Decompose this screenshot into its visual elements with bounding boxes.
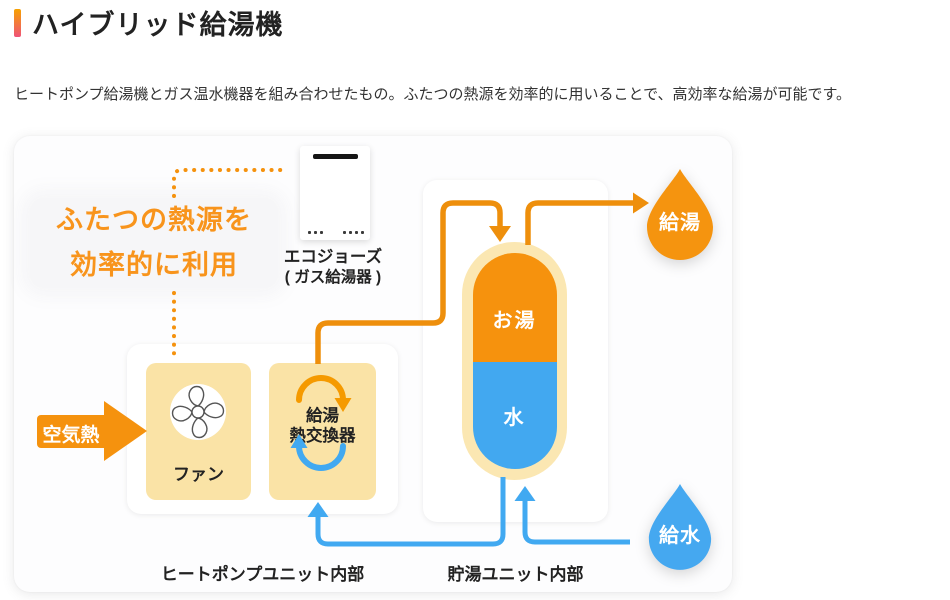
cold-water-drop-label: 給水 [659, 525, 701, 547]
air-heat-arrow [37, 415, 105, 448]
heat-exchanger-label-line2: 熱交換器 [289, 427, 356, 445]
storage-tank-inner [473, 253, 557, 469]
gas-heater-name: エコジョーズ [283, 248, 383, 266]
callout-line2: 効率的に利用 [70, 250, 238, 280]
gas-heater-vents-right [343, 231, 364, 234]
fan-label: ファン [173, 465, 224, 484]
air-heat-arrow-head [104, 401, 147, 461]
tank-hot-label: お湯 [492, 310, 537, 332]
fan-box [146, 363, 251, 500]
hot-water-drop-shape [647, 169, 713, 260]
storage-caption: 貯湯ユニット内部 [447, 565, 584, 584]
heat-exchanger-label: 給湯 熱交換器 [269, 406, 376, 446]
gas-heater-panel-line [313, 154, 358, 159]
tank-cold-section [473, 362, 557, 469]
heat-exchanger-label-line1: 給湯 [306, 407, 339, 425]
fan-circle [170, 384, 226, 440]
heat-pump-caption: ヒートポンプユニット内部 [160, 565, 365, 584]
hot-water-drop-icon [645, 167, 715, 260]
hot-water-drop-label: 給湯 [659, 212, 701, 234]
tank-cold-label: 水 [503, 407, 526, 429]
gas-heater-illustration [300, 146, 370, 240]
page-title: ハイブリッド給湯機 [32, 10, 284, 40]
cold-water-drop-icon [647, 481, 713, 571]
gas-heater-type: ( ガス給湯器 ) [284, 269, 382, 286]
fan-icon [171, 385, 225, 439]
gas-heater-vents-left [308, 231, 323, 234]
gas-heater-label: エコジョーズ ( ガス給湯器 ) [263, 247, 403, 288]
air-heat-label: 空気熱 [42, 425, 100, 446]
callout-text: ふたつの熱源を 効率的に利用 [30, 198, 278, 288]
callout-line1: ふたつの熱源を [56, 205, 252, 235]
intro-text: ヒートポンプ給湯機とガス温水機器を組み合わせたもの。ふたつの熱源を効率的に用いる… [14, 86, 852, 103]
title-accent-bar [14, 9, 21, 37]
cold-water-drop-shape [648, 484, 712, 570]
